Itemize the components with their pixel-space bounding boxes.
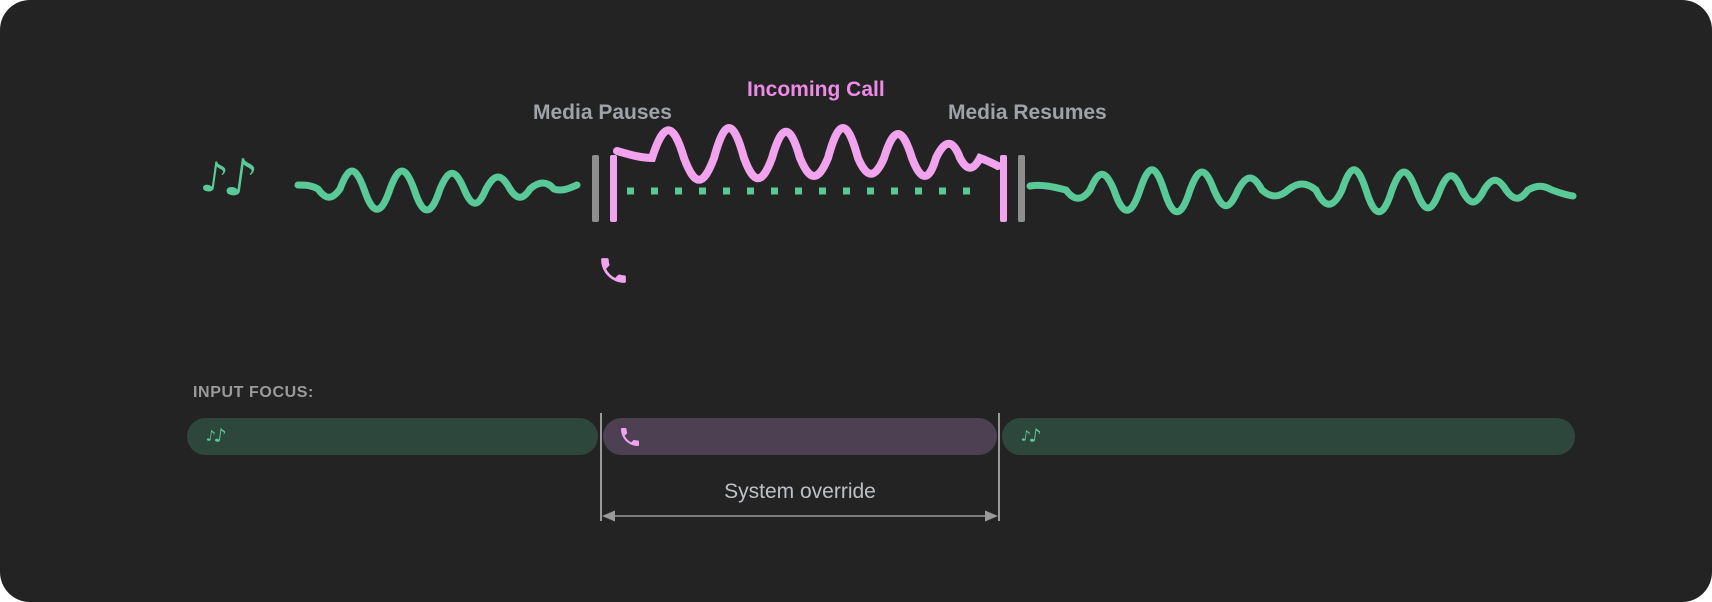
media-resumes-label: Media Resumes [948, 101, 1107, 124]
override-start-guide-line [600, 413, 602, 521]
media-waveform-after [1026, 166, 1577, 215]
focus-segment-media-before: ♪ ♪ [187, 418, 598, 455]
arrow-left-head [602, 510, 615, 522]
focus-segment-call [603, 418, 997, 455]
override-end-guide-line [998, 413, 1000, 521]
media-pauses-label: Media Pauses [533, 101, 672, 124]
input-focus-heading: INPUT FOCUS: [193, 384, 314, 401]
arrow-right-head [985, 510, 998, 522]
music-note-icon: ♪ [212, 424, 228, 448]
pause-marker-pink [610, 155, 617, 222]
incoming-call-label: Incoming Call [747, 78, 885, 101]
phone-icon [621, 427, 639, 446]
music-notes-icon: ♪ ♪ [1020, 424, 1043, 448]
media-waveform-before [294, 167, 581, 214]
system-override-range-arrow [602, 510, 998, 522]
music-notes-icon: ♪ ♪ [205, 424, 228, 448]
resume-marker-gray [1018, 155, 1025, 222]
incoming-call-waveform [613, 124, 1002, 184]
system-override-label: System override [724, 480, 876, 503]
focus-segment-media-after: ♪ ♪ [1002, 418, 1575, 455]
resume-marker-pink [1000, 155, 1007, 222]
pause-marker-gray [592, 155, 599, 222]
waveform-canvas [294, 124, 1577, 283]
music-note-icon: ♪ [1027, 424, 1043, 448]
phone-icon [601, 258, 626, 283]
